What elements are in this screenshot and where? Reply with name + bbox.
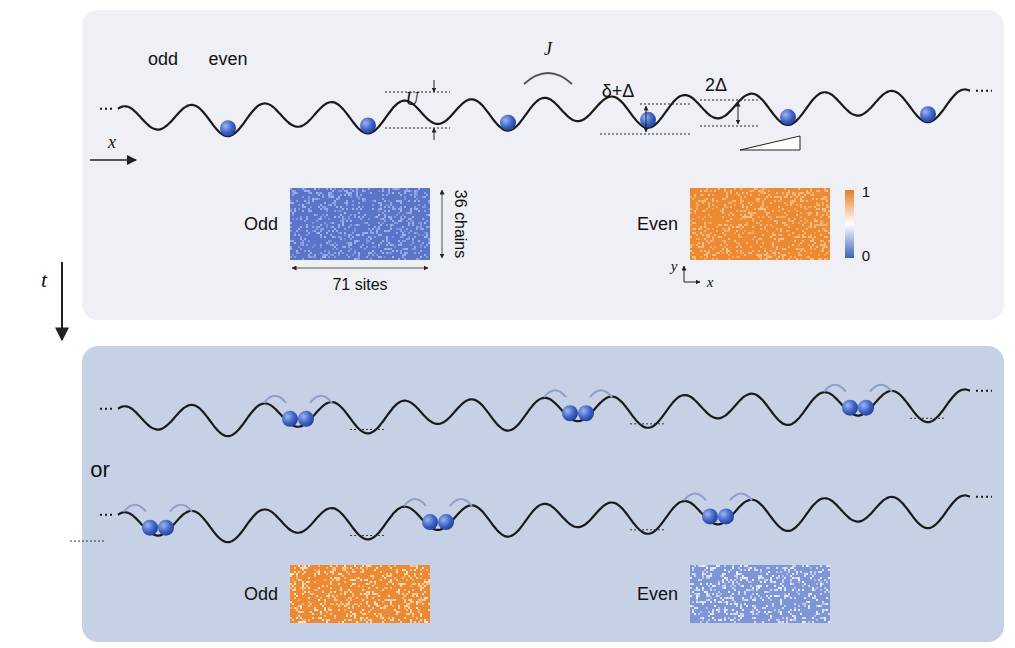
label: y bbox=[671, 258, 678, 275]
level-line bbox=[630, 423, 666, 424]
atom bbox=[422, 514, 438, 530]
tunneling-arc bbox=[544, 390, 566, 397]
level-line bbox=[910, 418, 946, 419]
density-image: Even bbox=[690, 188, 830, 260]
label: x bbox=[707, 274, 714, 291]
image-pixels bbox=[290, 188, 430, 260]
tunneling-arc bbox=[264, 396, 286, 403]
chains-dimension bbox=[442, 190, 443, 258]
atom bbox=[920, 106, 936, 122]
x-arrow bbox=[90, 159, 136, 161]
image-heading: Odd bbox=[244, 584, 278, 605]
tunneling-arc bbox=[124, 505, 146, 512]
label: x bbox=[108, 133, 116, 153]
lattice-potential bbox=[118, 495, 970, 542]
density-image: Odd bbox=[290, 188, 430, 260]
time-arrow bbox=[61, 262, 63, 340]
label: U bbox=[406, 90, 419, 110]
bottom-panel bbox=[82, 346, 1004, 642]
atom bbox=[220, 120, 236, 136]
continuation-dots bbox=[976, 496, 992, 498]
atom bbox=[842, 400, 858, 416]
sites-dimension bbox=[292, 268, 428, 269]
atom bbox=[702, 508, 718, 524]
image-pixels bbox=[690, 188, 830, 260]
label: 36 chains bbox=[451, 190, 469, 259]
label: 71 sites bbox=[332, 276, 387, 294]
tunneling-arc bbox=[450, 499, 472, 506]
label: odd bbox=[148, 50, 178, 70]
tunneling-arc bbox=[870, 385, 892, 392]
density-image: Even bbox=[690, 565, 830, 623]
atom bbox=[640, 112, 656, 128]
image-heading: Even bbox=[637, 214, 678, 235]
label: J bbox=[544, 40, 552, 60]
tunneling-arc bbox=[310, 396, 332, 403]
label: δ+Δ bbox=[602, 82, 635, 102]
tilt-wedge bbox=[740, 136, 800, 150]
tunneling-arc bbox=[404, 499, 426, 506]
atom bbox=[578, 405, 594, 421]
image-heading: Odd bbox=[244, 214, 278, 235]
atom bbox=[718, 508, 734, 524]
continuation-dots bbox=[976, 90, 992, 92]
atom bbox=[158, 520, 174, 536]
y-axis bbox=[684, 266, 685, 282]
offset-markers bbox=[600, 100, 760, 134]
tunneling-arc bbox=[590, 390, 612, 397]
continuation-dots bbox=[976, 390, 992, 392]
level-line bbox=[350, 429, 386, 430]
level-line bbox=[350, 535, 386, 536]
tunneling-arc bbox=[730, 493, 752, 500]
lattice-potential bbox=[118, 89, 970, 136]
u-marker bbox=[385, 80, 450, 140]
top-panel bbox=[82, 10, 1004, 320]
x-axis bbox=[684, 282, 700, 283]
continuation-dots bbox=[100, 108, 114, 110]
tunneling-arc bbox=[170, 505, 192, 512]
atom bbox=[360, 117, 376, 133]
lattice-potential bbox=[118, 389, 970, 436]
image-pixels bbox=[290, 565, 430, 623]
tunneling-arc bbox=[684, 493, 706, 500]
atom bbox=[500, 115, 516, 131]
atom bbox=[298, 411, 314, 427]
label: 2Δ bbox=[705, 76, 727, 96]
tunneling-arc bbox=[824, 385, 846, 392]
label: 1 bbox=[862, 184, 870, 201]
atom bbox=[562, 405, 578, 421]
image-heading: Even bbox=[637, 584, 678, 605]
atom bbox=[438, 514, 454, 530]
tunneling-arc bbox=[524, 73, 572, 84]
label: or bbox=[90, 458, 110, 482]
level-line bbox=[630, 529, 666, 530]
image-pixels bbox=[690, 565, 830, 623]
label: 0 bbox=[862, 248, 870, 265]
label: even bbox=[208, 50, 247, 70]
continuation-dots bbox=[100, 408, 114, 410]
atom bbox=[282, 411, 298, 427]
atom bbox=[780, 109, 796, 125]
density-image: Odd bbox=[290, 565, 430, 623]
colorbar bbox=[845, 190, 854, 258]
level-line bbox=[70, 541, 106, 542]
atom bbox=[142, 520, 158, 536]
label: t bbox=[41, 268, 47, 292]
continuation-dots bbox=[100, 514, 114, 516]
atom bbox=[858, 400, 874, 416]
